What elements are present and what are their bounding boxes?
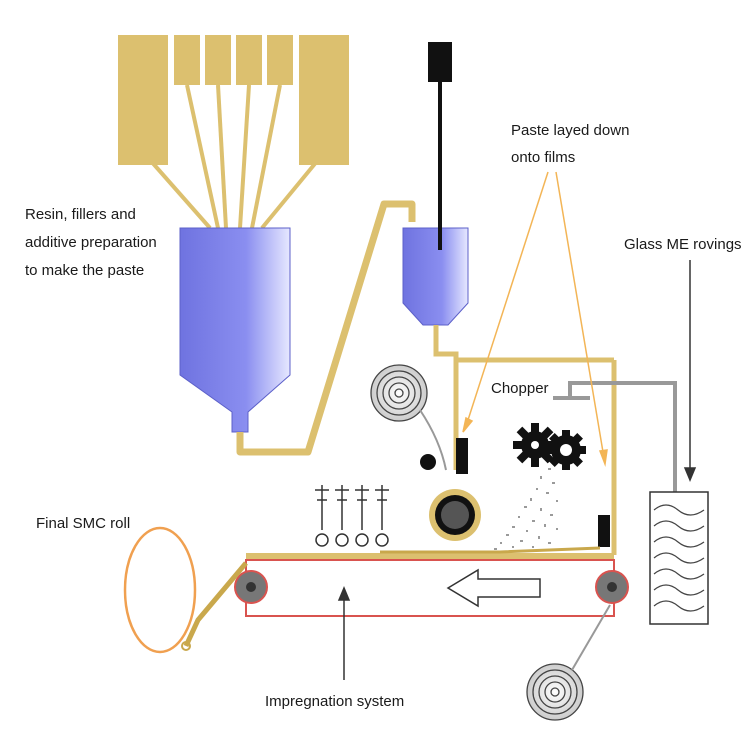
doctor-box-motor [428,42,452,250]
doctor-blade-right [598,515,610,547]
impregnation-rollers [315,485,389,547]
chopped-fibres [494,468,558,550]
paste-layer [380,546,601,554]
storage-tanks [118,35,349,165]
label-resin-line2: additive preparation [25,234,157,251]
impregnation-callout-arrow [337,586,351,680]
storage-tank-3 [205,35,231,85]
glass-rovings-creel [649,491,709,625]
lower-film-roll [526,663,584,721]
label-glass-rovings: Glass ME rovings [624,236,742,253]
storage-tank-2 [174,35,200,85]
feed-lines [148,84,320,230]
rovings-callout-arrow [683,260,697,482]
paste-callout-arrows [462,171,608,467]
label-final-roll: Final SMC roll [36,515,130,532]
final-smc-roll [123,526,248,654]
chopper-gear-left [513,423,557,467]
conveyor-belt [234,553,629,617]
upper-film-roll [370,364,428,422]
upper-film-path [419,409,447,471]
doctor-box-hopper [402,227,469,326]
label-resin-line1: Resin, fillers and [25,206,136,223]
label-paste-line2: onto films [511,149,575,166]
label-impregnation: Impregnation system [265,693,404,710]
lower-film-path [571,604,611,671]
mixing-hopper [179,227,291,433]
doctor-blade [420,438,468,474]
storage-tank-right [299,35,349,165]
label-chopper: Chopper [491,380,549,397]
label-resin-line3: to make the paste [25,262,144,279]
storage-tank-4 [236,35,262,85]
compaction-roller [429,489,481,541]
label-paste-line1: Paste layed down [511,122,629,139]
paste-transfer-line [236,200,416,456]
belt-direction-arrow [446,568,541,608]
chopper-gear-right [546,430,586,470]
storage-tank-left [118,35,168,165]
roving-guide [553,381,677,494]
storage-tank-5 [267,35,293,85]
